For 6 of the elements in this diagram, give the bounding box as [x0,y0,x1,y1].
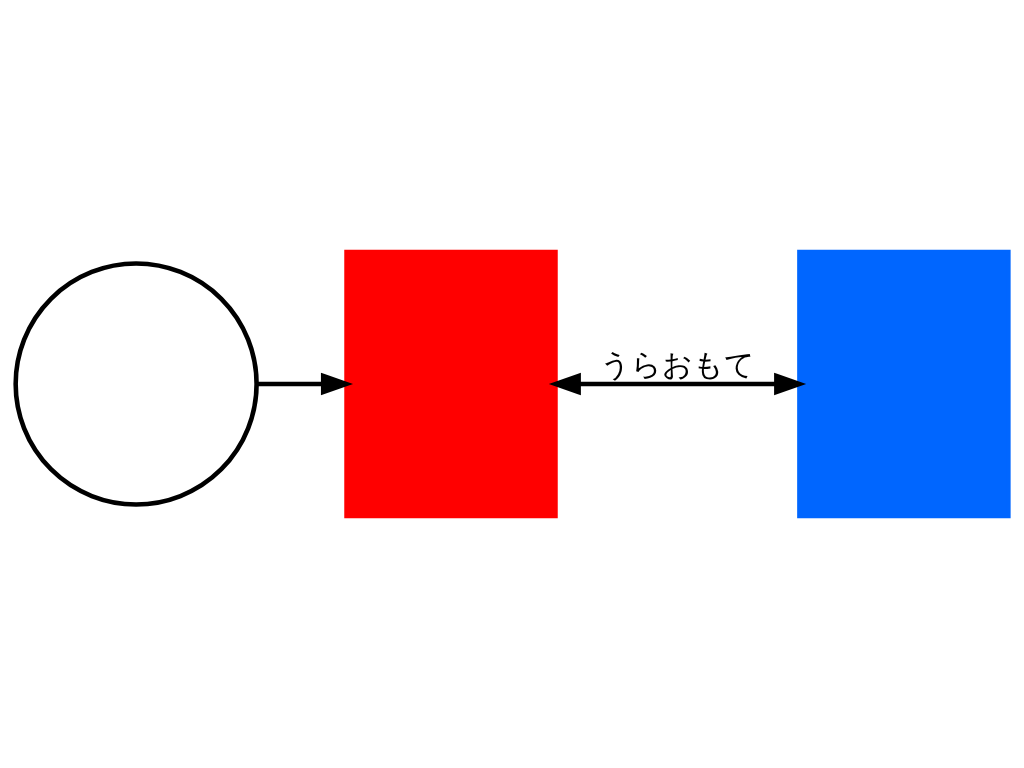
node-box [344,249,558,519]
arrow [548,372,807,396]
arrow [256,372,353,396]
node-circle [13,261,259,507]
edge-label: うらおもて [599,346,755,382]
node-box [797,249,1011,519]
